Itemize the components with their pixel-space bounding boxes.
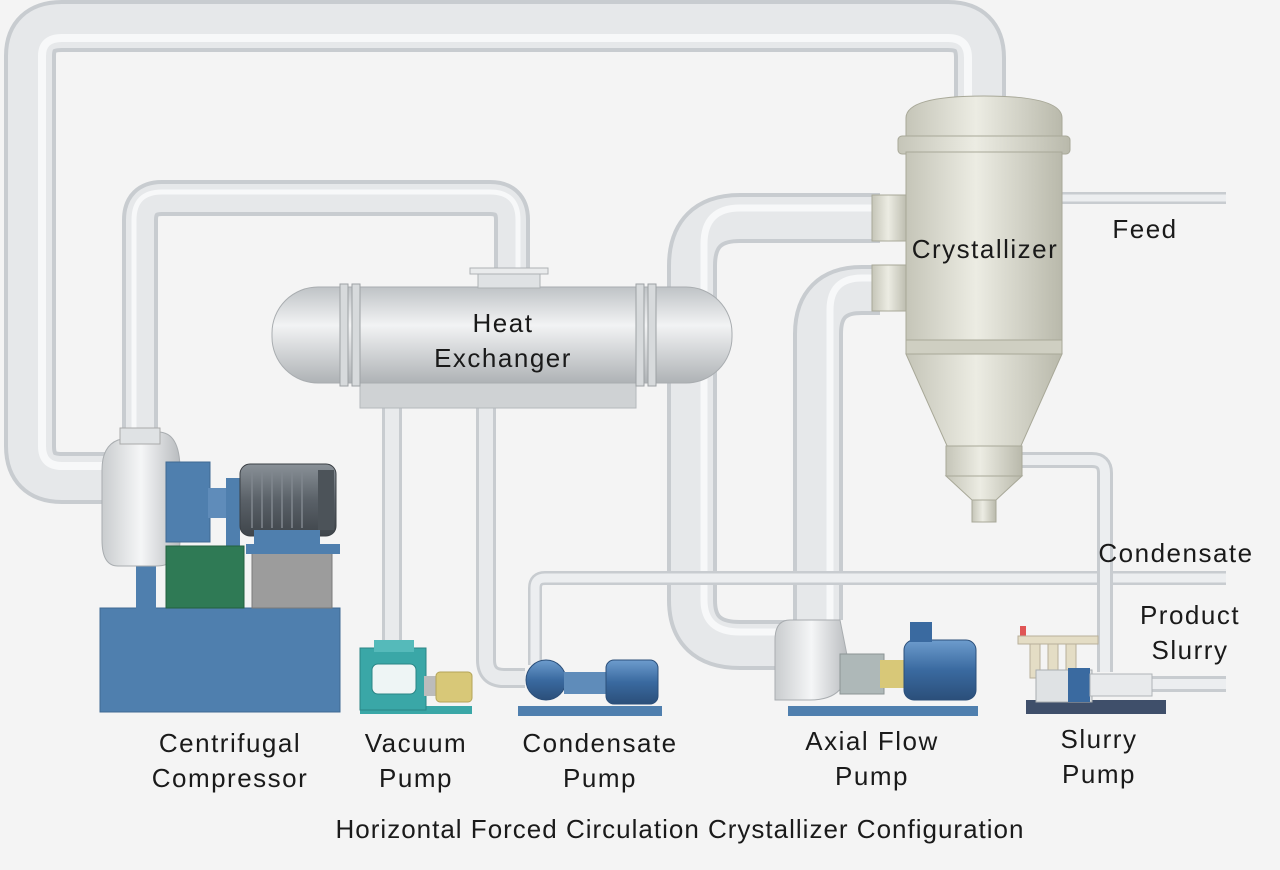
return-line — [793, 265, 887, 620]
slurry-line — [1020, 452, 1113, 672]
vacuum-pump-label: Vacuum Pump — [352, 726, 480, 796]
product-slurry-label-line-1: Product — [1139, 600, 1241, 630]
condensate-label: Condensate — [1098, 538, 1254, 568]
slurry-pump-label-line-2: Pump — [1062, 759, 1136, 789]
vacuum-pump[interactable] — [359, 640, 473, 714]
axial-flow-pump-label-line-1: Axial Flow — [805, 726, 939, 756]
centrifugal-compressor-label-line-2: Compressor — [151, 763, 309, 793]
hx-to-condensate-pump-line — [476, 400, 525, 688]
vacuum-pump-label-line-2: Pump — [379, 763, 453, 793]
centrifugal-compressor[interactable] — [99, 427, 341, 713]
axial-flow-pump[interactable] — [774, 619, 978, 716]
product-slurry-label: Product Slurry — [1120, 598, 1260, 668]
condensate-pump[interactable] — [518, 659, 662, 716]
product-slurry-label-line-2: Slurry — [1151, 635, 1229, 665]
compressor-to-hx-line — [122, 180, 530, 440]
slurry-pump-label-line-1: Slurry — [1060, 724, 1138, 754]
centrifugal-compressor-label: Centrifugal Compressor — [140, 726, 320, 796]
centrifugal-compressor-label-line-1: Centrifugal — [158, 728, 302, 758]
heat-exchanger-label: Heat Exchanger — [418, 306, 588, 376]
axial-flow-pump-label-line-2: Pump — [835, 761, 909, 791]
vacuum-pump-label-line-1: Vacuum — [364, 728, 468, 758]
condensate-pump-label-line-1: Condensate — [522, 728, 678, 758]
heat-exchanger[interactable] — [271, 267, 733, 409]
axial-flow-pump-label: Axial Flow Pump — [782, 724, 962, 794]
feed-label: Feed — [1112, 214, 1178, 244]
vapor-line — [4, 0, 1006, 504]
condensate-line — [528, 571, 1226, 665]
crystallizer-label: Crystallizer — [911, 234, 1059, 264]
diagram-caption: Horizontal Forced Circulation Crystalliz… — [335, 814, 1025, 844]
pipe-network — [4, 0, 1226, 692]
heat-exchanger-label-line-2: Exchanger — [434, 343, 572, 373]
heat-exchanger-label-line-1: Heat — [472, 308, 534, 338]
condensate-pump-label: Condensate Pump — [510, 726, 690, 796]
circulation-line — [667, 193, 880, 670]
crystallizer[interactable] — [871, 95, 1071, 523]
slurry-pump[interactable] — [1017, 626, 1166, 714]
condensate-pump-label-line-2: Pump — [563, 763, 637, 793]
slurry-pump-label: Slurry Pump — [1040, 722, 1158, 792]
